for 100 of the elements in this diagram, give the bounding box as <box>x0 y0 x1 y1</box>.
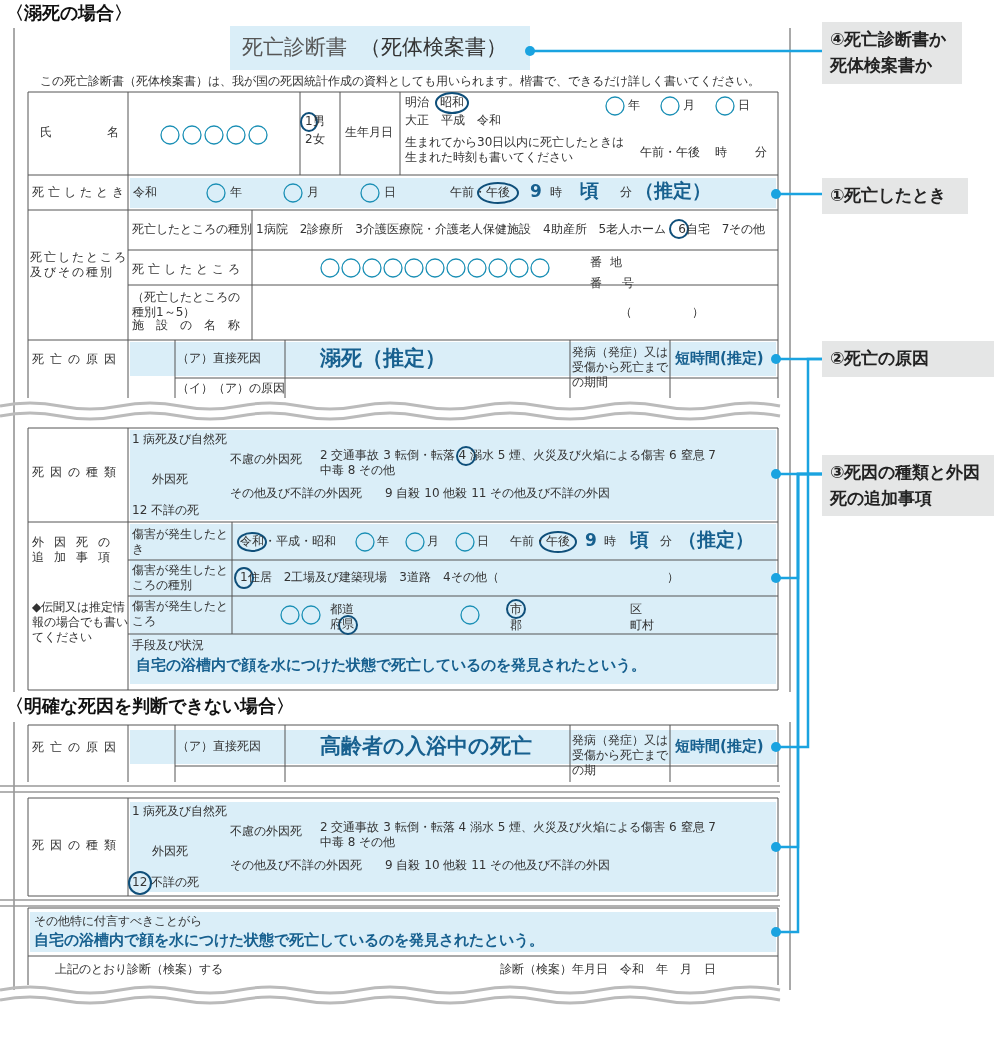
form-text: 日 <box>738 98 750 113</box>
document-title: （死体検案書） <box>360 34 507 61</box>
form-text: 12 不詳の死 <box>132 503 200 518</box>
form-text: 年 <box>377 534 389 549</box>
form-text: 手段及び状況 <box>132 638 204 653</box>
filled-answer: （推定） <box>635 179 711 203</box>
section-heading: 〈明確な死因を判断できない場合〉 <box>6 695 294 718</box>
form-text: 月 <box>683 98 695 113</box>
form-text: 月 <box>427 534 439 549</box>
form-text: 死亡したところの種別 <box>132 222 252 237</box>
form-text: 発病（発症）又は受傷から死亡までの期間 <box>572 345 668 390</box>
form-text: 2 交通事故 3 転倒・転落 4 溺水 5 煙、火災及び火焔による傷害 6 窒息 7 中毒 8 その他 <box>320 820 717 850</box>
form-text: 明治 <box>405 95 429 110</box>
form-text: 年 <box>628 98 640 113</box>
form-text: 不慮の外因死 <box>230 452 302 467</box>
instruction-text: この死亡診断書（死体検案書）は、我が国の死因統計作成の資料としても用いられます。楷書で、できるだけ詳しく書いてください。 <box>40 74 760 89</box>
leader-line <box>525 46 822 56</box>
form-text: 傷害が発生したところの種別 <box>132 563 229 593</box>
form-text: 市 <box>510 602 522 617</box>
filled-answer: 自宅の浴槽内で顔を水につけた状態で死亡しているのを発見されたという。 <box>34 931 544 950</box>
form-text: 外因死 <box>152 844 188 859</box>
highlighted-row <box>130 802 776 892</box>
form-text: 生まれてから30日以内に死亡したときは生まれた時刻も書いてください <box>405 135 625 165</box>
form-text: 死亡したところ <box>132 262 244 277</box>
leader-line <box>771 189 822 199</box>
form-text: 大正 平成 令和 <box>405 113 501 128</box>
form-text: 郡 <box>510 618 522 633</box>
highlighted-row <box>130 342 776 376</box>
document-title: 死亡診断書 <box>242 34 347 61</box>
filled-answer: 頃 <box>580 179 599 203</box>
form-text: 氏名 <box>40 125 174 140</box>
form-text: 令和 <box>133 185 157 200</box>
form-text: （死亡したところの種別1～5） <box>132 290 241 319</box>
form-text: 死亡の原因 <box>32 352 122 367</box>
callout-label: ①死亡したとき <box>822 178 968 214</box>
leader-line <box>771 357 822 752</box>
form-text: 傷害が発生したとき <box>132 527 229 557</box>
form-text: その他特に付言すべきことがら <box>34 914 202 929</box>
filled-answer: （推定） <box>678 528 754 552</box>
form-text: 番号 <box>590 276 654 291</box>
form-text: その他及び不詳の外因死 <box>230 486 362 501</box>
filled-answer: 短時間(推定) <box>675 737 764 756</box>
form-text: 年 <box>230 185 242 200</box>
form-text: （ア）直接死因 <box>177 739 261 754</box>
form-text: その他及び不詳の外因死 <box>230 858 362 873</box>
form-text: 生年月日 <box>345 125 393 140</box>
form-text: 9 自殺 10 他殺 11 その他及び不詳の外因 <box>385 486 611 501</box>
form-text: 死亡したところ及びその種別 <box>30 250 128 280</box>
leader-line <box>771 472 822 937</box>
filled-answer: 9 <box>530 181 542 203</box>
filled-answer: 溺死（推定） <box>320 345 446 372</box>
form-text: 死亡の原因 <box>32 740 122 755</box>
form-text: 施設の名称 <box>132 318 252 333</box>
callout-label: ②死亡の原因 <box>822 341 994 377</box>
form-text: 分 <box>755 145 767 160</box>
form-text: （ ） <box>620 305 704 320</box>
form-text: 町村 <box>630 618 654 633</box>
highlighted-row <box>130 730 776 764</box>
form-text: 外因死の追加事項 <box>32 535 121 565</box>
form-text: 日 <box>477 534 489 549</box>
form-text: 9 自殺 10 他殺 11 その他及び不詳の外因 <box>385 858 611 873</box>
form-text: 月 <box>307 185 319 200</box>
highlighted-row <box>130 178 776 208</box>
form-text: 時 <box>604 534 616 549</box>
form-text: 死因の種類 <box>32 465 122 480</box>
form-text: 1 病死及び自然死 <box>132 432 228 447</box>
form-text: 令和・平成・昭和 <box>240 534 336 549</box>
filled-answer: 頃 <box>630 528 649 552</box>
form-text: 診断（検案）年月日 令和 年 月 日 <box>500 962 716 977</box>
highlighted-row <box>130 430 776 520</box>
form-text: （ア）直接死因 <box>177 351 261 366</box>
section-heading: 〈溺死の場合〉 <box>6 2 132 25</box>
form-text: 死因の種類 <box>32 838 122 853</box>
filled-answer: 高齢者の入浴中の死亡 <box>320 733 532 760</box>
filled-answer: 自宅の浴槽内で顔を水につけた状態で死亡しているのを発見されたという。 <box>136 656 646 675</box>
form-text: 番地 <box>590 255 630 270</box>
form-text: 死亡したとき <box>32 185 128 200</box>
form-text: 昭和 <box>440 95 464 110</box>
form-text: 傷害が発生したところ <box>132 599 229 629</box>
form-text: 発病（発症）又は受傷から死亡までの期 <box>572 733 668 778</box>
form-text: （イ）（ア）の原因 <box>177 381 285 396</box>
form-text: 分 <box>620 185 632 200</box>
form-text: 上記のとおり診断（検案）する <box>55 962 223 977</box>
form-text: 分 <box>660 534 672 549</box>
highlighted-row <box>30 912 776 952</box>
form-text: 日 <box>384 185 396 200</box>
form-text: 午前・午後 <box>640 145 700 160</box>
form-text: 午前・午後 <box>510 534 570 549</box>
form-text: 1 病死及び自然死 <box>132 804 228 819</box>
form-text: 2女 <box>305 132 325 147</box>
form-text: 12 不詳の死 <box>132 875 200 890</box>
form-text: 午前・午後 <box>450 185 510 200</box>
form-text: 外因死 <box>152 472 188 487</box>
highlighted-section <box>130 524 776 684</box>
callout-label: ④死亡診断書か死体検案書か <box>822 22 962 84</box>
filled-answer: 短時間(推定) <box>675 349 764 368</box>
form-text: 時 <box>550 185 562 200</box>
form-text: 時 <box>715 145 727 160</box>
highlighted-title <box>230 26 530 70</box>
form-text: 区 <box>630 602 642 617</box>
